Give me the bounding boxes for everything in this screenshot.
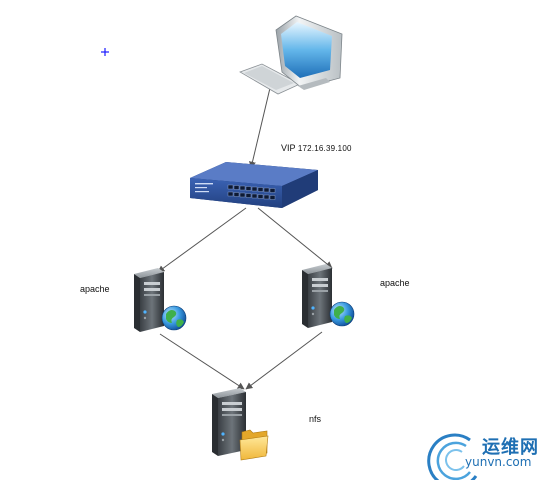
link-switch-web2 bbox=[257, 207, 333, 269]
crosshair-cursor-icon bbox=[101, 48, 109, 56]
network-switch-icon bbox=[190, 162, 318, 208]
link-client-switch bbox=[249, 87, 271, 169]
vip-prefix: VIP bbox=[281, 143, 296, 153]
globe-icon bbox=[161, 305, 187, 331]
globe-icon bbox=[329, 301, 355, 327]
server-right-label: apache bbox=[380, 278, 410, 288]
web-server-right-icon bbox=[302, 264, 355, 328]
web-server-left-icon bbox=[134, 268, 187, 332]
vip-label: VIP 172.16.39.100 bbox=[281, 143, 352, 153]
server-left-label: apache bbox=[80, 284, 110, 294]
watermark-url: yunvn.com bbox=[465, 455, 532, 469]
storage-label: nfs bbox=[309, 414, 322, 424]
watermark-brand: 运维网 bbox=[482, 437, 539, 457]
watermark-logo-icon bbox=[427, 433, 478, 480]
link-web2-nfs bbox=[245, 331, 323, 390]
folder-icon bbox=[239, 429, 269, 461]
link-web1-nfs bbox=[159, 333, 245, 390]
link-switch-web1 bbox=[157, 207, 247, 273]
vip-address: 172.16.39.100 bbox=[297, 144, 352, 153]
nfs-server-icon bbox=[212, 388, 269, 461]
client-computer-icon bbox=[239, 15, 343, 95]
